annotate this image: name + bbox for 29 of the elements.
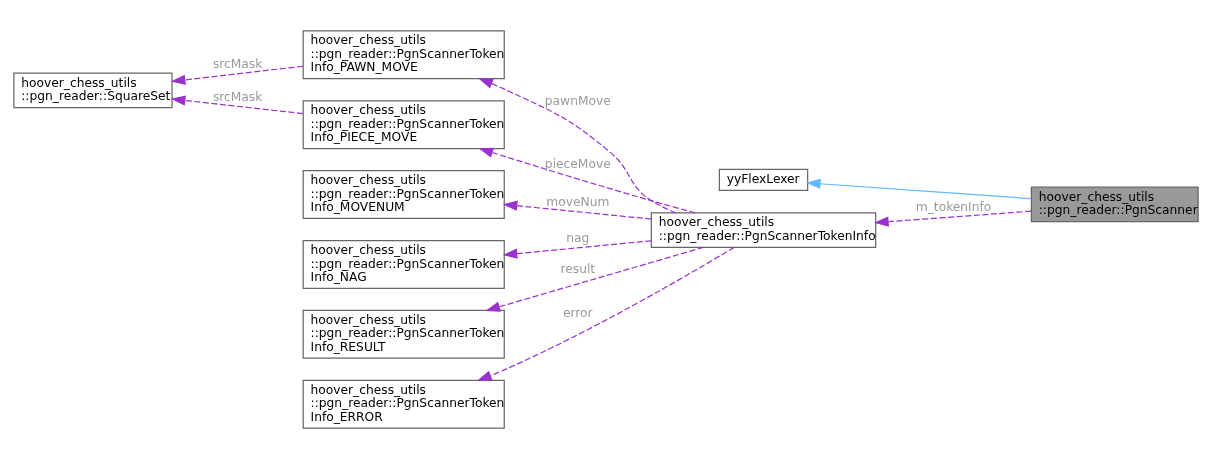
arrow [170, 95, 304, 115]
node-box: hoover_chess_utils ::pgn_reader::PgnScannerTokenInfo [650, 212, 877, 248]
node-box: hoover_chess_utils ::pgn_reader::PgnScannerToken Info_ERROR [302, 379, 505, 429]
edge-label: nag [566, 231, 590, 246]
node-box: hoover_chess_utils ::pgn_reader::SquareSet [13, 72, 173, 109]
arrow [170, 65, 304, 85]
node-box: yyFlexLexer [718, 168, 809, 191]
edge-label: moveNum [546, 194, 610, 209]
node-box: hoover_chess_utils ::pgn_reader::PgnScannerToken Info_PIECE_MOVE [302, 100, 505, 150]
arrow [478, 78, 677, 214]
node-box: hoover_chess_utils ::pgn_reader::PgnScannerToken Info_MOVENUM [302, 170, 505, 220]
arrow [502, 200, 652, 220]
edge-label: pawnMove [544, 94, 611, 109]
arrow [805, 178, 1032, 200]
edge-label: pieceMove [544, 156, 611, 171]
node-box: hoover_chess_utils ::pgn_reader::PgnScannerToken Info_NAG [302, 239, 505, 289]
arrow [476, 246, 735, 381]
edge-label: srcMask [212, 57, 263, 72]
node-box: hoover_chess_utils ::pgn_reader::PgnScanner [1030, 186, 1199, 223]
node-box: hoover_chess_utils ::pgn_reader::PgnScannerToken Info_PAWN_MOVE [302, 30, 505, 80]
arrow [502, 240, 652, 259]
edge-label: srcMask [212, 90, 263, 105]
node-box: hoover_chess_utils ::pgn_reader::PgnScannerToken Info_RESULT [302, 309, 505, 359]
edge-label: error [562, 306, 593, 321]
arrow [485, 246, 704, 312]
arrow [478, 147, 696, 214]
arrow [873, 210, 1032, 227]
edge-label: m_tokenInfo [915, 199, 992, 214]
edge-label: result [560, 262, 596, 277]
